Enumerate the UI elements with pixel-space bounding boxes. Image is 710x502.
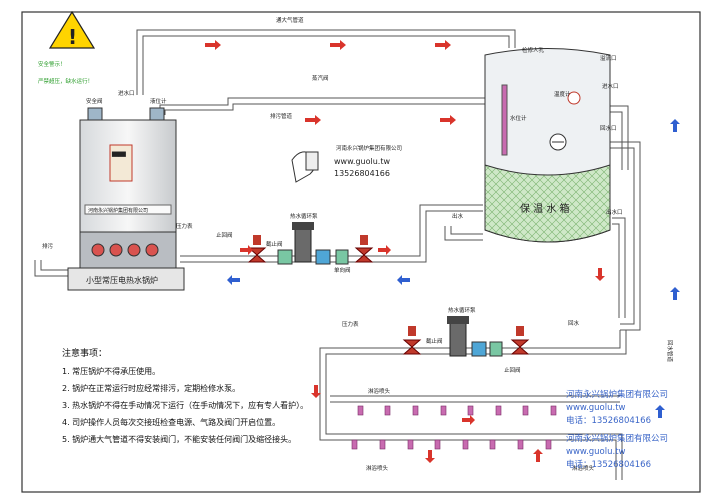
flow-arrows-blue [227, 119, 680, 418]
lower-pump-group [402, 316, 530, 357]
warning-icon: ! [48, 10, 96, 49]
watermark-2: 河南永兴锅炉集团有限公司 www.guolu.tw 电话：13526804166 [566, 433, 668, 472]
note-5: 5. 锅炉通大气管道不得安装阀门，不能安装任何阀门及缩径接头。 [62, 435, 297, 444]
contact-hand-icon [291, 151, 319, 183]
wm2-company: 河南永兴锅炉集团有限公司 [566, 434, 669, 444]
svg-text:▀▀: ▀▀ [111, 151, 127, 163]
label-drain: 排污 [42, 242, 54, 250]
wm2-site: www.guolu.tw [566, 447, 626, 457]
label-return-pipe: 回水 [568, 319, 580, 327]
water-tank: 保 温 水 箱 [484, 48, 611, 243]
label-backwater: 回水管道 [666, 340, 674, 363]
shower-heads [351, 405, 557, 450]
label-level-gauge-tank: 水位计 [510, 114, 527, 122]
note-3: 3. 热水锅炉不得在手动情况下运行（在手动情况下，应有专人看护）。 [62, 401, 309, 410]
label-warning-1: 安全警示！ [38, 60, 66, 68]
flow-arrows-red [205, 40, 605, 463]
label-warning-2: 严禁超压，缺水运行！ [38, 77, 93, 85]
frame-border [21, 11, 701, 493]
watermark-1: 河南永兴锅炉集团有限公司 www.guolu.tw 电话：13526804166 [566, 389, 668, 428]
label-steam-pipe: 通大气管道 [276, 16, 304, 24]
label-shower-upper: 淋浴喷头 [368, 387, 391, 395]
label-safety-valve: 安全阀 [86, 97, 103, 105]
label-inlet-right: 进水口 [602, 82, 619, 90]
contact-center: 河南永兴锅炉集团有限公司 www.guolu.tw 13526804166 [334, 144, 402, 178]
svg-text:!: ! [68, 25, 77, 49]
wm1-phone: 电话：13526804166 [566, 416, 651, 426]
center-phone: 13526804166 [334, 169, 390, 178]
label-stop-valve-2: 截止阀 [426, 337, 443, 345]
label-check-valve: 止回阀 [216, 231, 233, 239]
label-steam-valve: 蒸汽阀 [312, 74, 329, 82]
notes-panel: 注意事项： 1. 常压锅炉不得承压使用。 2. 锅炉在正常运行时应经常排污，定期… [62, 346, 362, 448]
wm2-phone: 电话：13526804166 [566, 460, 651, 470]
label-inlet: 进水口 [118, 89, 135, 97]
label-pressure-gauge-2: 压力表 [342, 320, 359, 328]
label-pump: 热水循环泵 [290, 212, 318, 220]
label-outlet-right: 出水口 [606, 208, 623, 216]
label-thermometer: 温度计 [554, 90, 571, 98]
upper-pump-group [247, 222, 374, 265]
notes-title: 注意事项： [62, 349, 108, 359]
diagram-labels: 通大气管道 排污管道 蒸汽阀 进水口 安全阀 液位计 排污 压力表 止回阀 截止… [38, 16, 674, 472]
wm1-company: 河南永兴锅炉集团有限公司 [566, 390, 669, 400]
boiler-label: 小型常压电热水锅炉 [86, 275, 158, 285]
label-pump-2: 热水循环泵 [448, 306, 476, 314]
note-1: 1. 常压锅炉不得承压使用。 [62, 367, 161, 376]
boiler-nameplate: 河南永兴锅炉集团有限公司 [88, 207, 148, 214]
label-stop-valve: 截止阀 [266, 240, 283, 248]
label-pressure-gauge: 压力表 [176, 222, 193, 230]
note-4: 4. 司炉操作人员每次交接班检查电源、气路及阀门开启位置。 [62, 418, 281, 427]
boiler-control-panel [109, 144, 133, 182]
note-2: 2. 锅炉在正常运行时应经常排污，定期检修水泵。 [62, 384, 241, 393]
wm1-site: www.guolu.tw [566, 403, 626, 413]
center-company: 河南永兴锅炉集团有限公司 [336, 144, 402, 152]
label-shower-right: 淋浴喷头 [572, 464, 595, 472]
label-overflow: 溢流口 [600, 54, 617, 62]
boiler: ▀▀ 河南永兴锅炉集团有限公司 小型常压电热水锅炉 [67, 107, 185, 291]
tank-label: 保 温 水 箱 [520, 202, 570, 215]
label-one-way-valve: 单向阀 [334, 266, 351, 274]
label-return: 回水口 [600, 124, 617, 132]
center-website: www.guolu.tw [334, 157, 390, 166]
label-top-vent: 检修人孔 [522, 46, 545, 54]
label-exhaust-pipe: 排污管道 [270, 112, 293, 120]
label-check-2: 止回阀 [504, 366, 521, 374]
label-outlet-left: 出水 [452, 212, 464, 220]
label-shower-lower: 淋浴喷头 [366, 464, 389, 472]
label-level-gauge-boiler: 液位计 [150, 97, 167, 105]
